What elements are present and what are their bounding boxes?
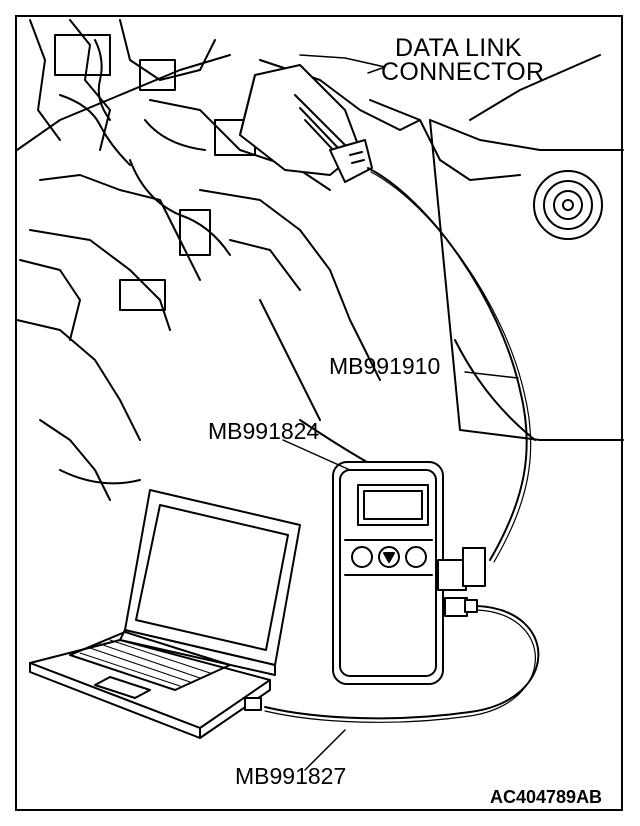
cable-mb991827-label: MB991827 (235, 763, 347, 789)
vci-device-icon (332, 461, 486, 685)
cable-mb991827 (264, 605, 540, 720)
data-link-connector-label-2: CONNECTOR (381, 58, 545, 86)
cable-mb991910 (367, 167, 528, 561)
figure-frame (15, 15, 623, 811)
data-link-connector-icon (239, 64, 373, 183)
data-link-connector-label: DATA LINK (395, 34, 522, 62)
grommet-icon (533, 170, 603, 240)
cable-mb991910-label: MB991910 (329, 353, 441, 379)
laptop-icon (29, 489, 301, 739)
vci-mb991824-label: MB991824 (208, 418, 320, 444)
figure-reference-code: AC404789AB (490, 787, 603, 807)
leader-lines (282, 54, 519, 771)
